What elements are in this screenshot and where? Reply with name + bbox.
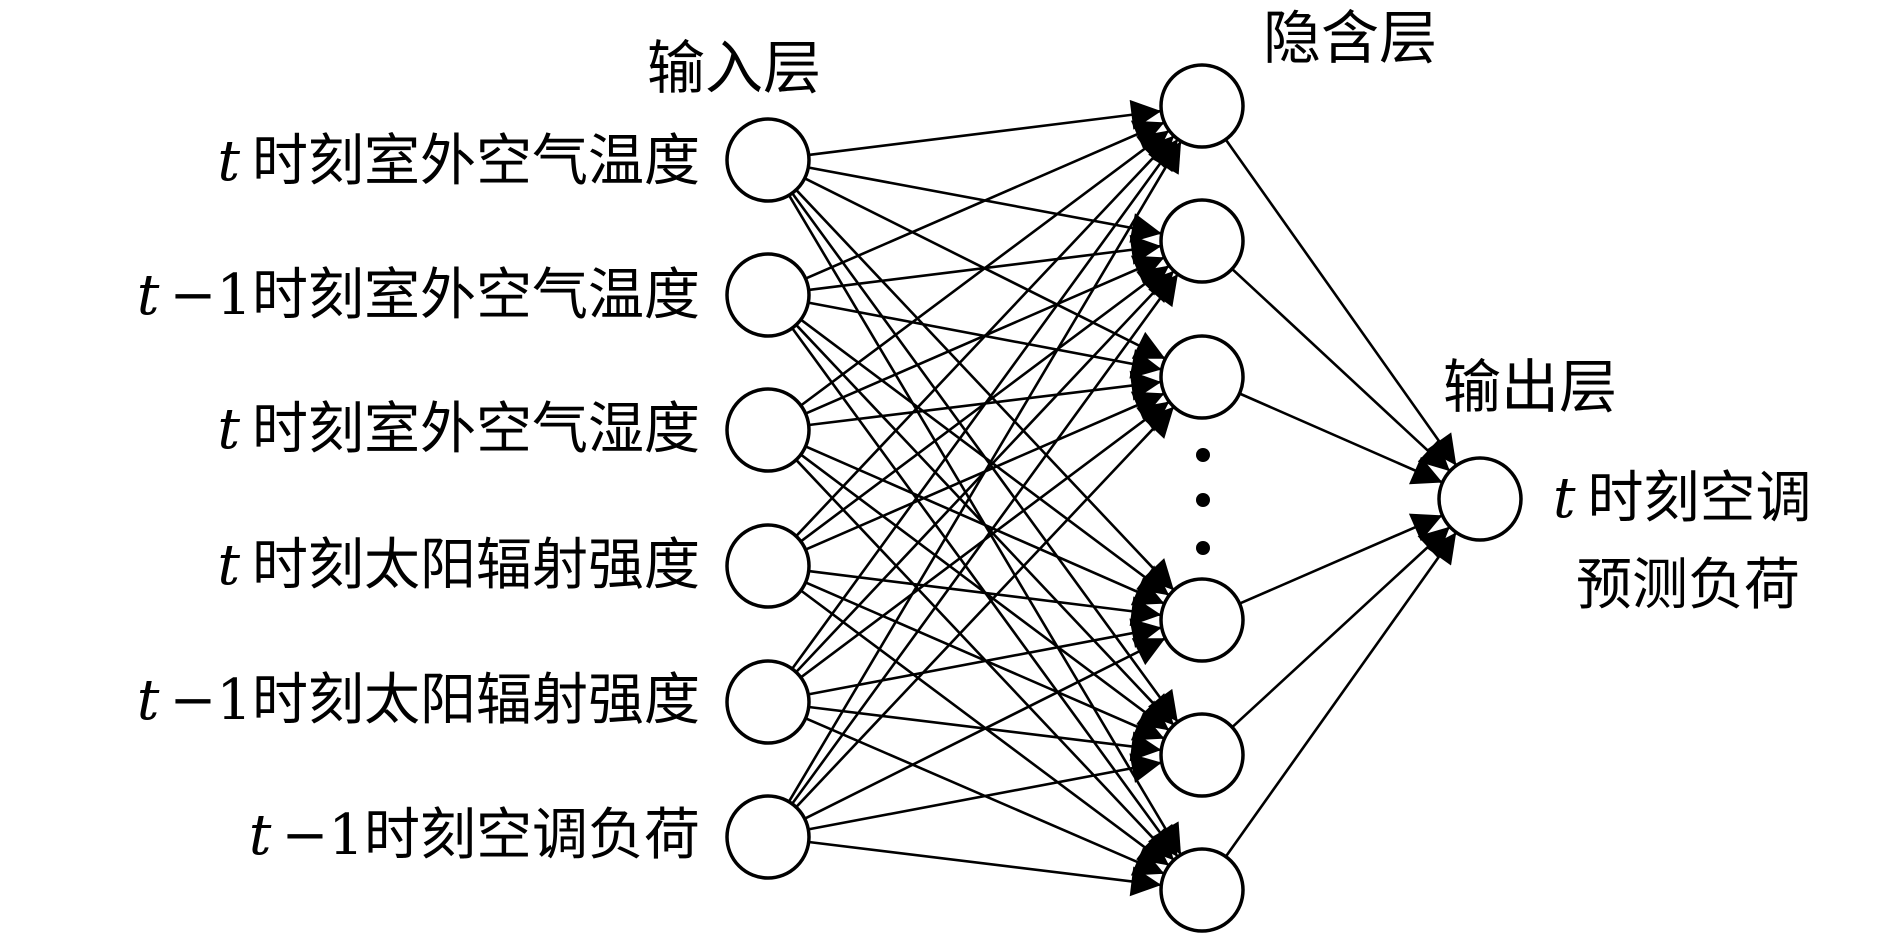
connection-hidden-4-output [1239,513,1443,605]
connection-input-2-hidden-1 [805,120,1165,280]
input-label-6-var: t [249,803,272,868]
hidden-node-4 [1159,577,1245,663]
connection-input-2-hidden-4 [800,318,1170,597]
hidden-ellipsis-dot [1196,493,1210,507]
hidden-node-2 [1159,198,1245,284]
hidden-ellipsis-dot [1196,448,1210,462]
input-label-6-text: −1时刻空调负荷 [281,803,700,868]
connection-hidden-5-output [1231,525,1451,729]
hidden-node-1 [1159,63,1245,149]
connection-input-6-hidden-4 [804,637,1166,820]
hidden-ellipsis-dot [1196,541,1210,555]
input-label-4-var: t [217,533,240,598]
output-label-var: t [1553,466,1576,531]
output-label-line-1-text: 时刻空调 [1588,466,1812,531]
input-label-2-var: t [137,263,160,328]
output-layer-title: 输出层 [1443,353,1617,421]
connection-input-3-hidden-1 [800,129,1170,407]
connection-input-3-hidden-4 [805,445,1165,606]
connection-hidden-3-output [1238,392,1444,485]
input-node-1 [725,117,811,203]
input-label-6: t−1时刻空调负荷 [249,803,700,868]
connection-input-5-hidden-1 [791,138,1179,670]
connection-hidden-2-output [1231,267,1451,473]
input-label-1-text: 时刻室外空气温度 [252,129,700,194]
connection-input-1-hidden-1 [808,99,1162,157]
hidden-node-3 [1159,334,1245,420]
hidden-node-6 [1159,847,1245,933]
connection-input-6-hidden-2 [791,273,1179,805]
input-node-3 [725,387,811,473]
output-node [1437,456,1523,542]
input-label-5-text: −1时刻太阳辐射强度 [169,668,700,733]
connection-input-6-hidden-1 [787,140,1183,803]
connection-input-6-hidden-6 [808,840,1162,897]
hidden-layer-title: 隐含层 [1263,4,1437,72]
output-label-line-2: 预测负荷 [1576,553,1800,618]
input-node-4 [725,523,811,609]
connection-input-6-hidden-3 [795,405,1175,809]
connection-hidden-6-output [1224,531,1458,858]
connections [787,99,1458,897]
connection-input-4-hidden-1 [795,134,1175,538]
input-label-5-var: t [137,668,160,733]
input-node-5 [725,659,811,745]
input-node-6 [725,794,811,880]
input-label-5: t−1时刻太阳辐射强度 [137,668,700,733]
input-layer-title: 输入层 [647,34,821,102]
input-label-4-text: 时刻太阳辐射强度 [252,533,700,598]
input-label-3-var: t [217,397,240,462]
input-label-2: t−1时刻室外空气温度 [137,263,700,328]
connection-input-5-hidden-4 [808,618,1162,696]
input-label-3-text: 时刻室外空气湿度 [252,397,700,462]
hidden-node-5 [1159,712,1245,798]
input-label-1-var: t [217,129,240,194]
connection-hidden-1-output [1224,138,1458,467]
input-node-2 [725,252,811,338]
input-label-2-text: −1时刻室外空气温度 [169,263,700,328]
connection-input-4-hidden-4 [808,569,1162,627]
connection-input-6-hidden-5 [808,753,1162,831]
